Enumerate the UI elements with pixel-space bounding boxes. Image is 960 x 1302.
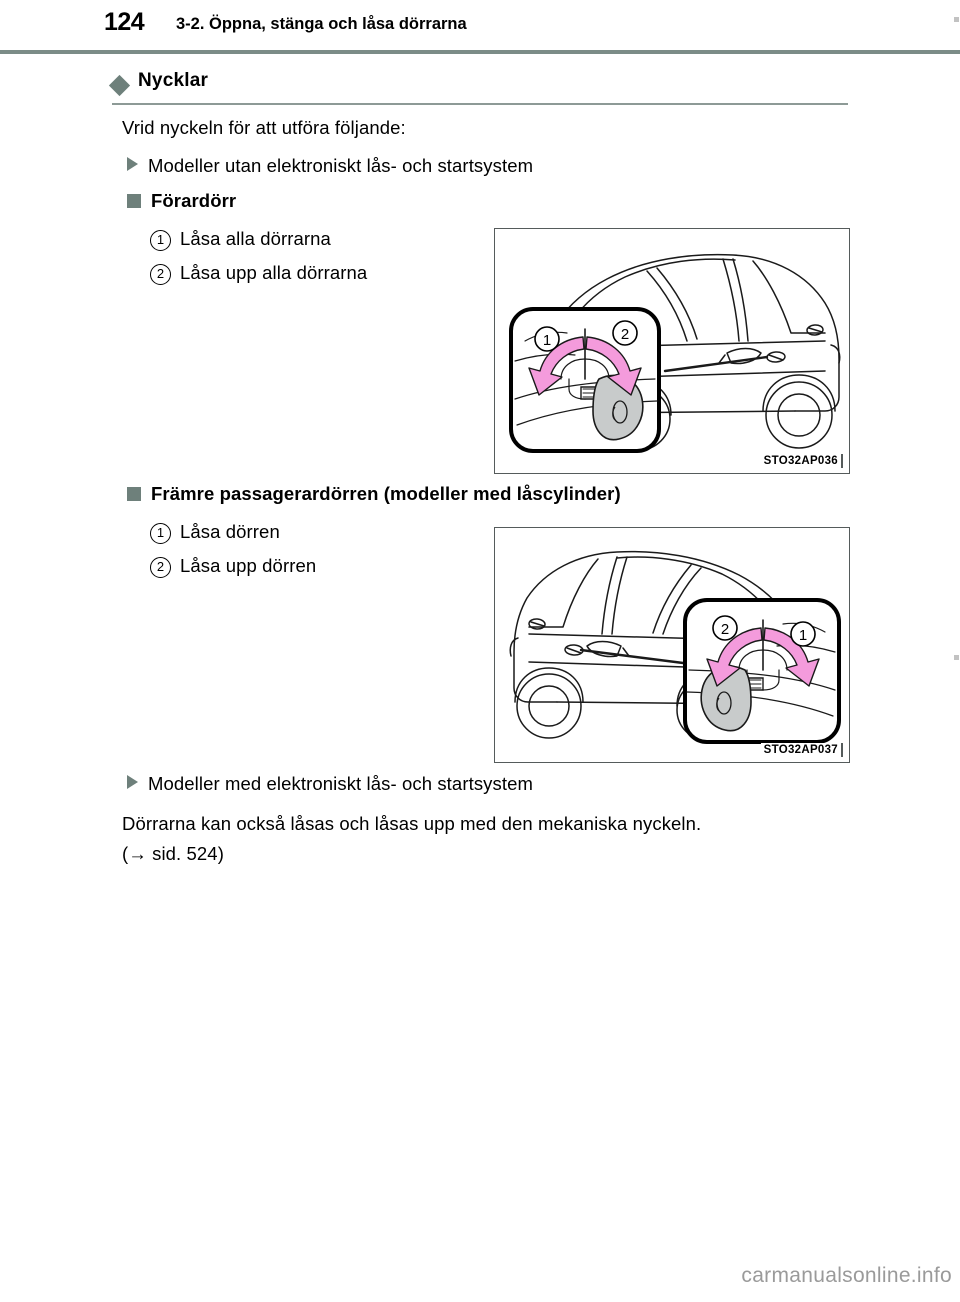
watermark: carmanualsonline.info <box>741 1264 952 1287</box>
list-item-label: Låsa dörren <box>180 521 280 542</box>
section-title-row: Nycklar <box>108 70 848 106</box>
group-heading-label: Förardörr <box>151 190 237 211</box>
illustration-front-passenger-door-graphic: 2 1 <box>509 550 841 744</box>
illustration-driver-door-graphic: 1 2 <box>509 253 841 453</box>
header-divider <box>0 50 960 54</box>
section-title: Nycklar <box>138 70 209 91</box>
edge-mark-top <box>954 17 959 22</box>
illustration-code: STO32AP037 <box>760 743 843 757</box>
triangle-bullet-icon <box>127 775 138 789</box>
triangle-bullet-icon <box>127 157 138 171</box>
group-heading-label: Främre passagerardörren (modeller med lå… <box>151 483 621 504</box>
square-bullet-icon <box>127 487 141 501</box>
list-item-label: Låsa upp alla dörrarna <box>180 262 368 283</box>
page-header: 124 3-2. Öppna, stänga och låsa dörrarna <box>0 0 960 56</box>
intro-text: Vrid nyckeln för att utföra följande: <box>122 117 406 138</box>
illustration-driver-door: 1 2 STO32AP036 <box>494 228 850 474</box>
list-item: 1 Låsa alla dörrarna <box>150 228 331 251</box>
subhead-models-with-system: Modeller med elektroniskt lås- och start… <box>127 773 533 795</box>
edge-mark-middle <box>954 655 959 660</box>
illustration-front-passenger-door: 2 1 STO32AP037 <box>494 527 850 763</box>
page-number: 124 <box>104 8 145 36</box>
circled-number-1: 1 <box>150 523 171 544</box>
list-item-label: Låsa upp dörren <box>180 555 317 576</box>
circled-number-2: 2 <box>150 557 171 578</box>
subhead-label: Modeller utan elektroniskt lås- och star… <box>148 155 534 176</box>
subhead-models-without-system: Modeller utan elektroniskt lås- och star… <box>127 155 533 177</box>
closing-paragraph-line-1: Dörrarna kan också låsas och låsas upp m… <box>122 813 702 834</box>
group-heading-front-passenger-door: Främre passagerardörren (modeller med lå… <box>127 483 621 505</box>
group-heading-driver-door: Förardörr <box>127 190 236 212</box>
list-item: 1 Låsa dörren <box>150 521 280 544</box>
subhead-label: Modeller med elektroniskt lås- och start… <box>148 773 534 794</box>
callout-number-1: 1 <box>543 332 551 349</box>
circled-number-2: 2 <box>150 264 171 285</box>
section-divider <box>112 103 848 105</box>
page-title: 3-2. Öppna, stänga och låsa dörrarna <box>176 15 467 33</box>
closing-paragraph: Dörrarna kan också låsas och låsas upp m… <box>122 809 701 869</box>
callout-number-2: 2 <box>721 621 729 638</box>
callout-number-1: 1 <box>799 627 807 644</box>
closing-paragraph-line-2: (→ sid. 524) <box>122 843 224 864</box>
circled-number-1: 1 <box>150 230 171 251</box>
square-bullet-icon <box>127 194 141 208</box>
callout-number-2: 2 <box>621 326 629 343</box>
list-item: 2 Låsa upp dörren <box>150 555 316 578</box>
list-item-label: Låsa alla dörrarna <box>180 228 331 249</box>
illustration-code: STO32AP036 <box>760 454 843 468</box>
list-item: 2 Låsa upp alla dörrarna <box>150 262 367 285</box>
diamond-bullet-icon <box>108 74 131 97</box>
